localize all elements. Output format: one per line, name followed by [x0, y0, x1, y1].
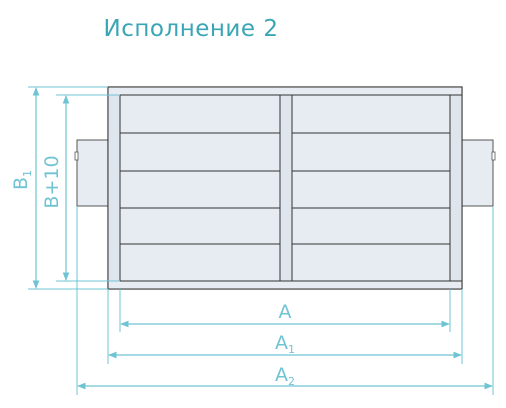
- left-flange: [74, 139, 109, 207]
- dimension-b10: B+10: [41, 94, 120, 282]
- right-flange: [461, 139, 496, 207]
- damper-housing: [107, 86, 463, 290]
- dimension-a: A: [119, 289, 451, 332]
- dimension-a1: A1: [107, 289, 463, 364]
- dimension-b10-label: B+10: [41, 155, 63, 208]
- dimension-b1: B1: [10, 86, 108, 290]
- dimension-a2-label: A2: [275, 364, 295, 388]
- dimension-a2: A2: [76, 206, 494, 395]
- dimension-a1-label: A1: [275, 332, 295, 356]
- damper-blades: [120, 132, 450, 245]
- dimension-b1-label: B1: [10, 170, 34, 190]
- dimension-a-label: A: [279, 301, 292, 323]
- diagram-title: Исполнение 2: [103, 16, 279, 42]
